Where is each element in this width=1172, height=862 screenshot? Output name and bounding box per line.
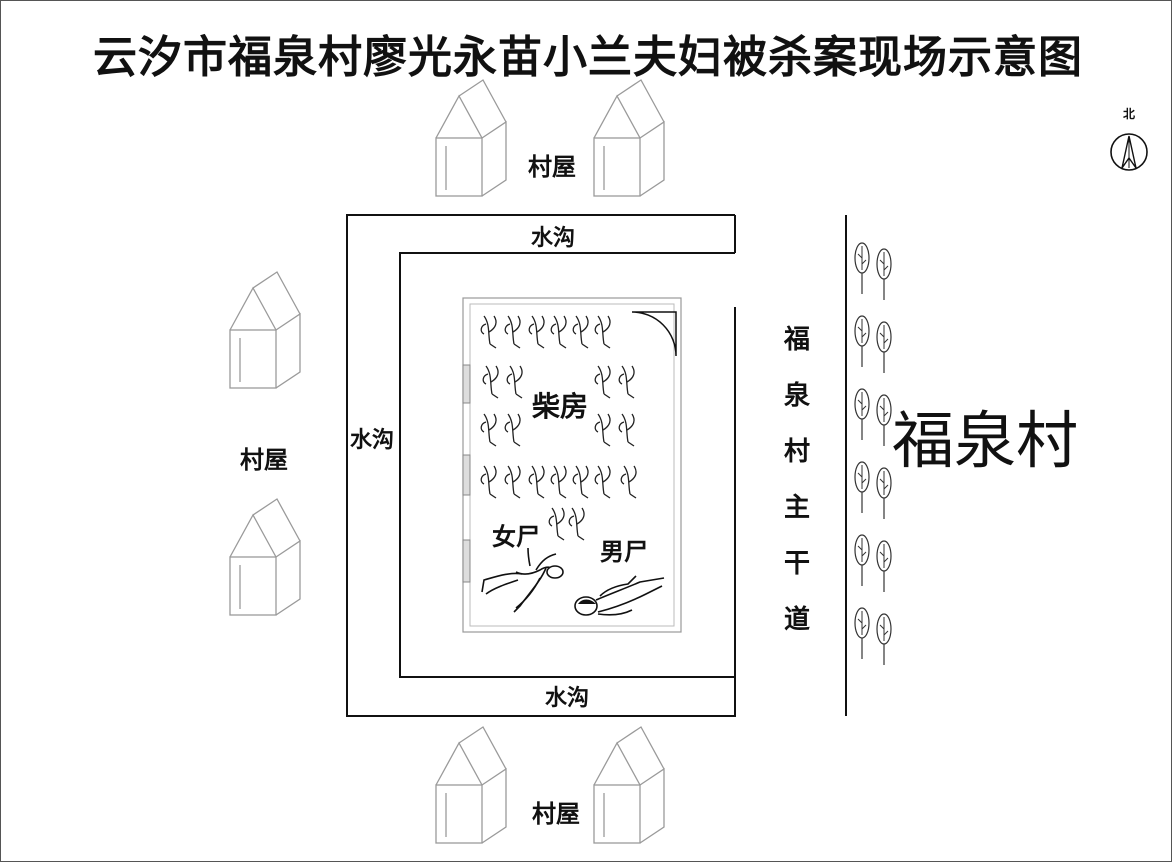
village-name: 福泉村 (892, 404, 1078, 477)
female-body-label: 女尸 (492, 523, 540, 551)
roadside-tree-icon (854, 388, 870, 440)
male-body-label: 男尸 (600, 538, 648, 566)
window (462, 539, 471, 583)
road-char: 干 (784, 549, 810, 579)
male-body-figure (574, 575, 665, 616)
firewood-stalk (548, 507, 565, 541)
roadside-tree-icon (876, 248, 892, 300)
house-label-bottom: 村屋 (532, 800, 580, 828)
firewood-stalk (620, 465, 637, 499)
village-house-icon (593, 726, 665, 844)
firewood-stalk (568, 507, 585, 541)
window (462, 364, 471, 404)
road-char: 泉 (784, 380, 811, 411)
roadside-tree-icon (854, 315, 870, 367)
firewood-stalk (572, 315, 589, 349)
firewood-stalk (618, 413, 635, 447)
roadside-tree-icon (854, 607, 870, 659)
water-ditch (346, 214, 736, 717)
firewood-stalk (572, 465, 589, 499)
firewood-stalk (528, 465, 545, 499)
roadside-tree-icon (854, 461, 870, 513)
roadside-tree-icon (854, 534, 870, 586)
roadside-tree-icon (876, 394, 892, 446)
roadside-tree-icon (876, 467, 892, 519)
north-compass-icon: 北 (1110, 106, 1148, 171)
road-char: 福 (783, 325, 810, 355)
road-char: 主 (784, 493, 810, 523)
firewood-stalk (550, 315, 567, 349)
roadside-tree-icon (876, 321, 892, 373)
firewood-stalk (594, 465, 611, 499)
firewood-stalk (506, 365, 523, 399)
compass-label: 北 (1123, 106, 1135, 121)
village-house-icon (229, 498, 301, 616)
ditch-label-bottom: 水沟 (545, 685, 589, 711)
firewood-stalk (594, 365, 611, 399)
shed-label: 柴房 (532, 390, 588, 423)
road-char: 道 (784, 604, 810, 635)
window (462, 454, 471, 496)
firewood-stalk (504, 315, 521, 349)
firewood-stalk (482, 365, 499, 399)
firewood-stalk (480, 315, 497, 349)
house-label-left: 村屋 (240, 446, 288, 474)
roadside-tree-icon (876, 540, 892, 592)
firewood-stalk (594, 315, 611, 349)
roadside-tree-icon (854, 242, 870, 294)
firewood-stalk (480, 465, 497, 499)
firewood-stalk (550, 465, 567, 499)
ditch-label-top: 水沟 (531, 225, 575, 251)
roadside-tree-icon (876, 613, 892, 665)
female-body-figure (481, 547, 564, 613)
firewood-stalk (504, 413, 521, 447)
village-house-icon (435, 79, 507, 197)
road-char: 村 (784, 437, 810, 467)
village-house-icon (593, 79, 665, 197)
firewood-stalk (618, 365, 635, 399)
diagram-title: 云汐市福泉村廖光永苗小兰夫妇被杀案现场示意图 (93, 32, 1083, 83)
ditch-label-left: 水沟 (350, 427, 394, 453)
house-label-top: 村屋 (528, 153, 576, 181)
village-house-icon (229, 271, 301, 389)
firewood-stalk (504, 465, 521, 499)
village-house-icon (435, 726, 507, 844)
firewood-stalk (594, 413, 611, 447)
firewood-stalk (480, 413, 497, 447)
firewood-stalk (528, 315, 545, 349)
